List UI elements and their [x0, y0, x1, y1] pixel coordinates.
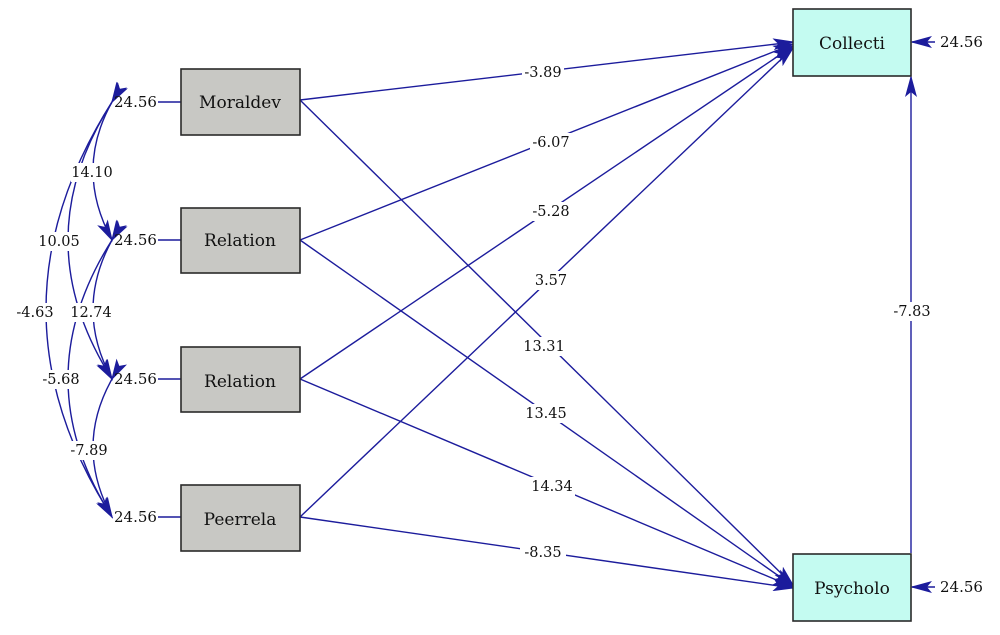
coef-bg-peerrela-collecti: [530, 271, 572, 290]
cov-relation2-peerrela: -7.89: [70, 443, 107, 459]
coef-moraldev-psycholo: 13.31: [523, 339, 565, 355]
node-psycholo: Psycholo: [792, 553, 912, 622]
cov-moraldev-relation2: 10.05: [38, 234, 80, 250]
coef-relation1-psycholo: 13.45: [525, 406, 567, 422]
variance-relation1: 24.56: [114, 231, 157, 249]
error-collecti: 24.56: [940, 33, 983, 51]
node-label-moraldev: Moraldev: [199, 93, 281, 113]
covariance-labels: 14.10 10.05 -4.63 12.74 -5.68 -7.89: [14, 163, 113, 460]
node-relation2: Relation: [180, 346, 301, 413]
cov-bg-moraldev-relation1: [71, 163, 113, 182]
coef-peerrela-psycholo: -8.35: [524, 545, 561, 561]
node-box-relation2: [180, 346, 301, 413]
path-coefficient-labels: -3.89 -6.07 -5.28 3.57 13.31 13.45 14.34…: [520, 63, 933, 562]
node-label-psycholo: Psycholo: [814, 579, 890, 599]
node-box-moraldev: [180, 68, 301, 136]
coef-bg-moraldev-collecti: [522, 63, 564, 82]
coef-bg-relation1-collecti: [530, 133, 572, 152]
node-label-relation2: Relation: [204, 372, 276, 392]
node-label-collecti: Collecti: [819, 34, 886, 54]
coef-relation1-collecti: -6.07: [532, 135, 569, 151]
coef-bg-moraldev-psycholo: [521, 337, 567, 356]
node-label-peerrela: Peerrela: [204, 510, 277, 530]
node-moraldev: Moraldev: [180, 68, 301, 136]
cov-bg-moraldev-relation2: [38, 232, 80, 251]
coef-bg-relation2-collecti: [530, 202, 572, 221]
variance-connectors: [158, 101, 181, 518]
coef-peerrela-collecti: 3.57: [535, 273, 567, 289]
variance-moraldev: 24.56: [114, 93, 157, 111]
coef-relation2-psycholo: 14.34: [531, 479, 573, 495]
cov-moraldev-relation1: 14.10: [71, 165, 113, 181]
coef-bg-peerrela-psycholo: [520, 543, 566, 562]
node-box-peerrela: [180, 484, 301, 552]
cov-bg-relation1-relation2: [70, 303, 112, 322]
coef-bg-relation2-psycholo: [529, 477, 575, 496]
node-relation1: Relation: [180, 207, 301, 274]
cov-bg-relation2-peerrela: [68, 441, 110, 460]
cov-bg-relation1-peerrela: [40, 370, 82, 389]
variance-peerrela: 24.56: [114, 508, 157, 526]
cov-bg-moraldev-peerrela: [14, 303, 56, 322]
cov-moraldev-peerrela: -4.63: [16, 305, 53, 321]
node-box-collecti: [792, 8, 912, 77]
node-peerrela: Peerrela: [180, 484, 301, 552]
coef-bg-relation1-psycholo: [523, 404, 569, 423]
node-box-psycholo: [792, 553, 912, 622]
node-box-relation1: [180, 207, 301, 274]
node-label-relation1: Relation: [204, 231, 276, 251]
variance-relation2: 24.56: [114, 370, 157, 388]
cov-relation1-relation2: 12.74: [70, 305, 112, 321]
node-collecti: Collecti: [792, 8, 912, 77]
error-psycholo: 24.56: [940, 578, 983, 596]
cov-relation1-peerrela: -5.68: [42, 372, 79, 388]
coef-psycholo-collecti: -7.83: [893, 304, 930, 320]
coef-bg-psycholo-collecti: [891, 302, 933, 321]
coef-relation2-collecti: -5.28: [532, 204, 569, 220]
coef-moraldev-collecti: -3.89: [524, 65, 561, 81]
